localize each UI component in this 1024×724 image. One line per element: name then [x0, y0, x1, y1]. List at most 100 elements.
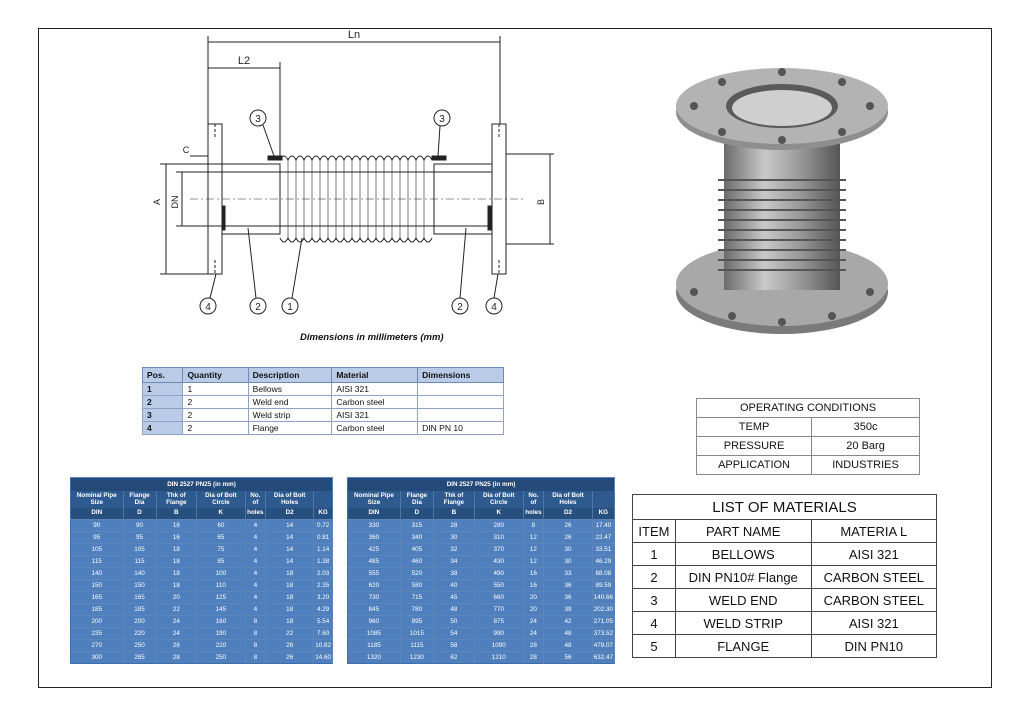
- din-cell: 30: [543, 542, 593, 556]
- din-cell: 12: [523, 530, 545, 544]
- din-subheader-cell: D: [123, 508, 157, 520]
- din-header-cell: Dia of Bolt Circle: [196, 491, 246, 509]
- din-cell: 26: [156, 638, 198, 652]
- table-cell: FLANGE: [674, 634, 812, 658]
- din-cell: 30: [543, 554, 593, 568]
- din-cell: 140: [123, 566, 157, 580]
- din-cell: 12: [523, 542, 545, 556]
- din-header-cell: [313, 491, 333, 509]
- din-cell: 580: [400, 578, 434, 592]
- din-cell: 730: [347, 590, 401, 604]
- col-quantity: Quantity: [182, 367, 249, 383]
- din-cell: 160: [196, 614, 246, 628]
- din-cell: 28: [433, 518, 475, 532]
- din-cell: 36: [543, 590, 593, 604]
- din-cell: 46.29: [592, 554, 616, 568]
- din-cell: 270: [70, 638, 124, 652]
- din-cell: 22: [156, 602, 198, 616]
- table-cell: AISI 321: [810, 611, 938, 635]
- din-subheader-cell: D2: [543, 508, 593, 520]
- din-header-cell: Thk of Flange: [433, 491, 475, 509]
- din-cell: 8: [523, 518, 545, 532]
- din-cell: 373.52: [592, 626, 616, 640]
- din-cell: 479.07: [592, 638, 616, 652]
- din-cell: 150: [70, 578, 124, 592]
- dim-label-c: C: [183, 145, 190, 155]
- din-cell: 280: [474, 518, 524, 532]
- din-cell: 18: [265, 566, 315, 580]
- din-cell: 110: [196, 578, 246, 592]
- din-cell: 1.14: [313, 542, 333, 556]
- din-cell: 960: [347, 614, 401, 628]
- din-subheader-cell: DIN: [70, 508, 124, 520]
- din-cell: 4: [245, 554, 267, 568]
- din-cell: 4: [245, 566, 267, 580]
- col-part-name: PART NAME: [674, 519, 812, 543]
- din-header-cell: Dia of Bolt Holes: [265, 491, 315, 509]
- table-cell: 2: [182, 421, 249, 435]
- din-cell: 4: [245, 518, 267, 532]
- din-cell: 50: [433, 614, 475, 628]
- list-of-materials-table: LIST OF MATERIALS ITEM PART NAME MATERIA…: [632, 494, 938, 658]
- din-cell: 115: [123, 554, 157, 568]
- callout-4-right: 4: [491, 302, 497, 313]
- din-cell: 202.30: [592, 602, 616, 616]
- din-cell: 315: [400, 518, 434, 532]
- din-cell: 185: [70, 602, 124, 616]
- din-cell: 1015: [400, 626, 434, 640]
- din-cell: 2.35: [313, 578, 333, 592]
- din-subheader-cell: KG: [592, 508, 616, 520]
- din-cell: 125: [196, 590, 246, 604]
- din-cell: 14: [265, 542, 315, 556]
- table-cell: APPLICATION: [695, 455, 813, 475]
- din-cell: 285: [123, 650, 157, 664]
- table-cell: Weld strip: [247, 408, 333, 422]
- din-cell: 370: [474, 542, 524, 556]
- din-cell: 16: [156, 530, 198, 544]
- din-cell: 39: [543, 602, 593, 616]
- din-cell: 190: [196, 626, 246, 640]
- din-cell: 12: [523, 554, 545, 568]
- table-cell: Bellows: [247, 382, 333, 396]
- din-cell: 520: [400, 566, 434, 580]
- din-subheader-cell: B: [156, 508, 198, 520]
- din-header-cell: Thk of Flange: [156, 491, 198, 509]
- materials-title: LIST OF MATERIALS: [632, 494, 937, 520]
- callout-1: 1: [287, 302, 293, 313]
- din-subheader-cell: DIN: [347, 508, 401, 520]
- table-cell: TEMP: [695, 417, 813, 437]
- din-cell: 235: [70, 626, 124, 640]
- din-cell: 250: [123, 638, 157, 652]
- din-cell: 660: [474, 590, 524, 604]
- din-cell: 18: [265, 590, 315, 604]
- table-cell: DIN PN10: [810, 634, 938, 658]
- din-cell: 4.29: [313, 602, 333, 616]
- din-cell: 22: [265, 626, 315, 640]
- table-cell: Flange: [247, 421, 333, 435]
- din-cell: 550: [474, 578, 524, 592]
- din-cell: 140.66: [592, 590, 616, 604]
- din-subheader-cell: KG: [313, 508, 333, 520]
- din-cell: 26: [543, 530, 593, 544]
- dim-label-a: A: [152, 199, 162, 205]
- din-cell: 26: [265, 650, 315, 664]
- din-cell: 20: [523, 590, 545, 604]
- din-cell: 14: [265, 530, 315, 544]
- din-cell: 18: [156, 554, 198, 568]
- table-cell: Carbon steel: [331, 421, 419, 435]
- din-cell: 1185: [347, 638, 401, 652]
- table-cell: [417, 395, 504, 409]
